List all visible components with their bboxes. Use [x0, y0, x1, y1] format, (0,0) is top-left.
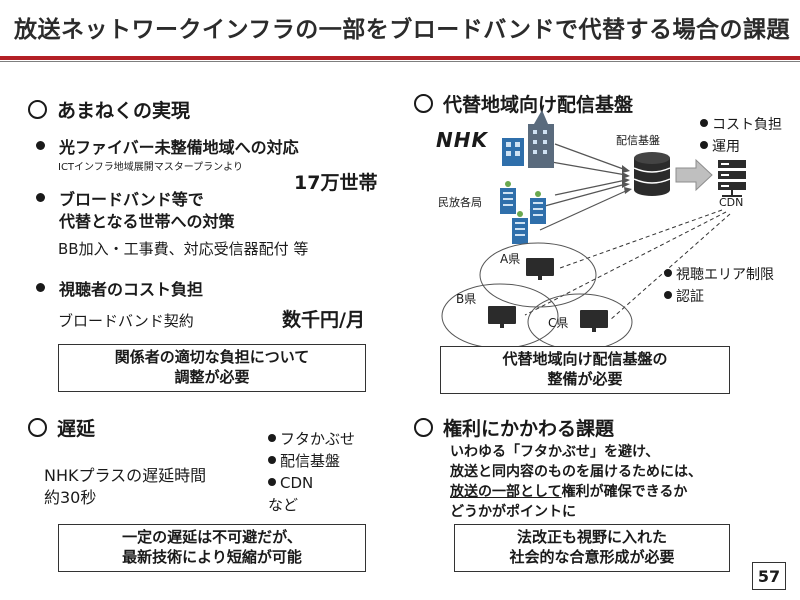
platform-issues-bottom: 視聴エリア制限 認証: [664, 264, 774, 308]
rights-line3-rest: 権利が確保できるか: [561, 484, 688, 500]
platform-issue-item: コスト負担: [700, 114, 782, 136]
delay-causes-suffix: など: [268, 496, 299, 514]
bullet-icon: [36, 283, 45, 292]
delay-heading: 遅延: [28, 414, 95, 441]
platform-issue-item: 認証: [664, 286, 774, 308]
rights-text: いわゆる「フタかぶせ」を避け、 放送と同内容のものを届けるためには、 放送の一部…: [450, 442, 702, 522]
bullet-icon: [268, 478, 276, 486]
database-icon: [633, 152, 671, 196]
universal-heading-text: あまねくの実現: [57, 100, 191, 122]
rights-line4: どうかがポイントに: [450, 504, 576, 520]
universal-conclusion-box: 関係者の適切な負担について 調整が必要: [58, 344, 366, 392]
bullet-icon: [700, 141, 708, 149]
tv-icons: [488, 258, 608, 332]
rights-line2: 放送と同内容のものを届けるためには、: [450, 464, 702, 480]
platform-issue-text: 認証: [676, 289, 704, 305]
rights-line3-underlined: 放送の一部として: [450, 484, 562, 500]
circle-marker-icon: [414, 94, 433, 113]
private-broadcasters-label: 民放各局: [438, 196, 482, 209]
rights-box-line2: 社会的な合意形成が必要: [509, 548, 675, 566]
rights-heading: 権利にかかわる課題: [414, 414, 614, 441]
platform-to-cdn-arrow: [675, 158, 713, 192]
prefecture-a-label: A県: [500, 252, 521, 266]
item2-label-line1: ブロードバンド等で: [59, 190, 204, 209]
bullet-icon: [268, 456, 276, 464]
page-title: 放送ネットワークインフラの一部をブロードバンドで代替する場合の課題: [14, 17, 790, 43]
platform-heading: 代替地域向け配信基盤: [414, 90, 633, 117]
item1-label: 光ファイバー未整備地域への対応: [59, 138, 299, 157]
delay-cause-text: CDN: [280, 474, 314, 492]
platform-diagram-svg: [441, 110, 746, 351]
rights-line3: 放送の一部として権利が確保できるか: [450, 482, 702, 502]
platform-box-line2: 整備が必要: [547, 370, 623, 388]
delay-text-line1: NHKプラスの遅延時間: [44, 466, 207, 485]
circle-marker-icon: [28, 418, 47, 437]
platform-issue-text: コスト負担: [712, 117, 782, 133]
platform-conclusion-box: 代替地域向け配信基盤の 整備が必要: [440, 346, 730, 394]
title-rule-red: [0, 56, 800, 60]
platform-diagram: NHK 配信基盤 民放各局 CDN A県 B県 C県: [430, 110, 790, 351]
nhk-logo: NHK: [436, 128, 488, 152]
title-rule-gray: [0, 61, 800, 62]
delay-box-line1: 一定の遅延は不可避だが、: [122, 528, 302, 546]
universal-item-2: ブロードバンド等で: [36, 186, 204, 210]
universal-box-line1: 関係者の適切な負担について: [114, 348, 310, 366]
delay-causes-list: フタかぶせ 配信基盤 CDN など: [268, 428, 355, 516]
delay-cause-item: フタかぶせ: [268, 428, 355, 450]
item3-label: 視聴者のコスト負担: [59, 280, 204, 299]
item3-value: 数千円/月: [282, 309, 365, 331]
item2-label-line2: 代替となる世帯への対策: [59, 212, 235, 231]
item1-value: 17万世帯: [294, 172, 378, 194]
private-broadcaster-icons: [500, 181, 546, 244]
platform-heading-text: 代替地域向け配信基盤: [443, 94, 634, 116]
bullet-icon: [36, 193, 45, 202]
feed-arrowheads: [622, 165, 632, 194]
universal-box-line2: 調整が必要: [174, 368, 250, 386]
page-number: 57: [752, 562, 786, 590]
delay-cause-text: フタかぶせ: [280, 430, 356, 448]
platform-issue-item: 運用: [700, 136, 782, 158]
delay-box-line2: 最新技術により短縮が可能: [122, 548, 302, 566]
platform-label: 配信基盤: [616, 134, 660, 147]
platform-issues-top: コスト負担 運用: [700, 114, 782, 158]
platform-box-line1: 代替地域向け配信基盤の: [502, 350, 668, 368]
delay-text-line2: 約30秒: [44, 488, 97, 507]
rights-conclusion-box: 法改正も視野に入れた 社会的な合意形成が必要: [454, 524, 730, 572]
server-icon: [718, 160, 746, 197]
circle-marker-icon: [28, 100, 47, 119]
bullet-icon: [664, 291, 672, 299]
item2-detail: BB加入・工事費、対応受信器配付 等: [58, 240, 309, 258]
prefecture-b-label: B県: [456, 292, 477, 306]
delay-heading-text: 遅延: [57, 418, 96, 440]
cdn-label: CDN: [719, 196, 744, 209]
universal-item-3: 視聴者のコスト負担: [36, 276, 203, 300]
delay-cause-item: 配信基盤: [268, 450, 355, 472]
delay-conclusion-box: 一定の遅延は不可避だが、 最新技術により短縮が可能: [58, 524, 366, 572]
platform-issue-item: 視聴エリア制限: [664, 264, 774, 286]
rights-heading-text: 権利にかかわる課題: [443, 418, 615, 440]
nhk-building-icon: [502, 110, 554, 168]
universal-heading: あまねくの実現: [28, 96, 190, 123]
bullet-icon: [700, 119, 708, 127]
rights-line1: いわゆる「フタかぶせ」を避け、: [450, 444, 660, 460]
bullet-icon: [268, 434, 276, 442]
delay-cause-text: 配信基盤: [280, 452, 341, 470]
item3-detail: ブロードバンド契約: [58, 312, 194, 330]
platform-issue-text: 視聴エリア制限: [676, 267, 774, 283]
bullet-icon: [36, 141, 45, 150]
circle-marker-icon: [414, 418, 433, 437]
item1-note: ICTインフラ地域展開マスタープランより: [58, 162, 243, 173]
platform-issue-text: 運用: [712, 139, 740, 155]
delay-cause-item: CDN: [268, 472, 355, 494]
universal-item-1: 光ファイバー未整備地域への対応: [36, 134, 299, 158]
bullet-icon: [664, 269, 672, 277]
rights-box-line1: 法改正も視野に入れた: [516, 528, 667, 546]
prefecture-c-label: C県: [548, 316, 569, 330]
